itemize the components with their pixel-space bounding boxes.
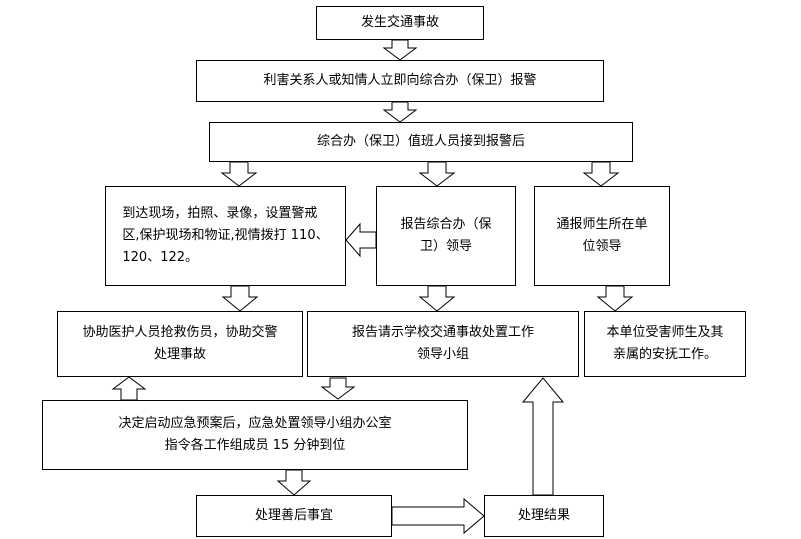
arrow-down-4 <box>418 161 456 187</box>
node-notify-unit-label: 通报师生所在单 位领导 <box>556 217 648 254</box>
node-scene: 到达现场，拍照、录像，设置警戒 区,保护现场和物证,视情拨打 110、 120、… <box>105 186 346 286</box>
arrow-down-7 <box>418 285 456 312</box>
node-scene-label: 到达现场，拍照、录像，设置警戒 区,保护现场和物证,视情拨打 110、 120、… <box>122 206 329 265</box>
node-assist-medical: 协助医护人员抢救伤员，协助交警 处理事故 <box>57 311 303 377</box>
arrow-down-1 <box>382 39 418 61</box>
arrow-left-1 <box>345 222 377 258</box>
node-report-leader: 报告综合办（保 卫）领导 <box>376 186 516 286</box>
arrow-down-10 <box>276 469 312 496</box>
node-aftermath: 处理善后事宜 <box>196 495 392 537</box>
node-report-group-label: 报告请示学校交通事故处置工作 领导小组 <box>351 325 534 362</box>
node-comfort: 本单位受害师生及其 亲属的安抚工作。 <box>584 311 746 377</box>
node-accident: 发生交通事故 <box>316 6 484 40</box>
node-emergency-plan: 决定启动应急预案后，应急处置领导小组办公室 指令各工作组成员 15 分钟到位 <box>42 400 468 470</box>
node-assist-medical-label: 协助医护人员抢救伤员，协助交警 处理事故 <box>82 325 278 362</box>
node-report-alarm-label: 利害关系人或知情人立即向综合办（保卫）报警 <box>263 73 537 88</box>
node-receive-alarm-label: 综合办（保卫）值班人员接到报警后 <box>316 134 525 149</box>
node-receive-alarm: 综合办（保卫）值班人员接到报警后 <box>209 122 633 162</box>
node-emergency-plan-label: 决定启动应急预案后，应急处置领导小组办公室 指令各工作组成员 15 分钟到位 <box>118 416 392 453</box>
arrow-down-2 <box>382 101 418 123</box>
node-report-group: 报告请示学校交通事故处置工作 领导小组 <box>307 311 579 377</box>
node-report-leader-label: 报告综合办（保 卫）领导 <box>400 217 492 254</box>
arrow-down-5 <box>582 161 620 187</box>
node-notify-unit: 通报师生所在单 位领导 <box>534 186 670 286</box>
node-result: 处理结果 <box>484 495 604 537</box>
arrow-down-6 <box>221 285 259 312</box>
node-comfort-label: 本单位受害师生及其 亲属的安抚工作。 <box>606 325 724 362</box>
arrow-down-3 <box>220 161 258 187</box>
node-aftermath-label: 处理善后事宜 <box>254 508 333 523</box>
arrow-down-8 <box>596 285 634 312</box>
node-report-alarm: 利害关系人或知情人立即向综合办（保卫）报警 <box>196 60 604 102</box>
node-result-label: 处理结果 <box>517 508 570 523</box>
arrow-up-2 <box>521 377 565 496</box>
arrow-right-1 <box>391 497 485 535</box>
arrow-down-9 <box>320 377 356 400</box>
arrow-up-1 <box>111 376 147 401</box>
node-accident-label: 发生交通事故 <box>360 15 439 30</box>
